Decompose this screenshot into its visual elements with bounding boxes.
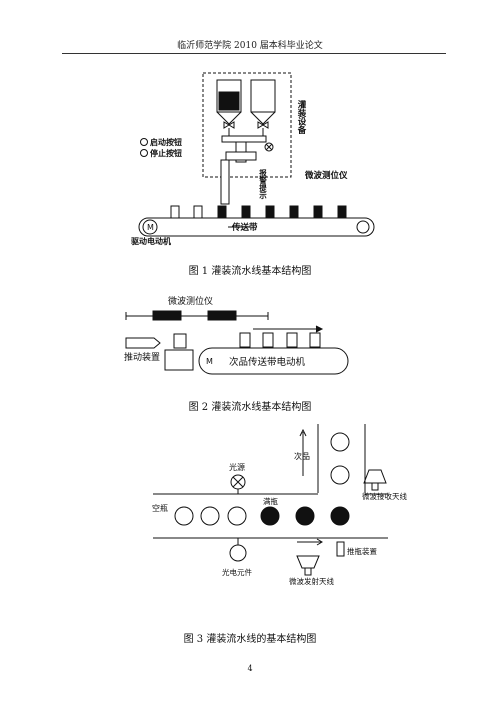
microwave-sensor-label: 微波测位仪 [304,170,348,181]
filling-device-frame [202,72,292,178]
stop-button-icon [140,149,148,157]
full-bottle [295,506,315,526]
microwave-transmitter-label: 微波发射天线 [289,576,334,586]
bottle-empty [170,205,180,219]
start-button-icon [140,138,148,146]
drive-motor-label: 驱动电动机 [131,236,171,246]
drive-motor-symbol [142,219,158,235]
full-bottle [330,506,350,526]
defect-belt-motor-label: 次品传送带电动机 [229,356,306,368]
alarm-label: 报警提示 [258,168,267,201]
motor-symbol: M [147,223,154,232]
bottle-full [289,205,299,219]
tank-1 [216,79,242,113]
bottle-full [313,205,323,219]
figure-2-caption: 图 2 灌装流水线基本结构图 [188,402,312,413]
bottle [309,332,321,348]
bottle-remover-label: 推瓶装置 [347,546,377,556]
sensor-left [152,310,182,321]
defect-conveyor-belt [198,347,349,375]
conveyor-belt [138,217,375,237]
defective-bottle [330,465,350,485]
nozzle-pipe [220,159,230,205]
conveyor-label: 传送带 [231,222,258,233]
empty-bottle [227,506,247,526]
page-number: 4 [247,664,253,673]
microwave-receiver-icon [363,469,387,484]
figure-2: 微波测位仪 推动装置 M 次品传送带电动机 [124,295,349,375]
empty-bottle [200,506,220,526]
bottle [262,332,274,348]
bottle [239,332,251,348]
alarm-lamp [264,142,274,152]
stop-button-label: 停止按钮 [150,148,182,158]
bottle-full [241,205,251,219]
pusher-base [164,349,194,371]
figure-1-caption: 图 1 灌装流水线基本结构图 [188,266,312,277]
cross-pipe [225,151,257,161]
pusher [125,337,161,349]
microwave-transmitter-icon [296,555,320,569]
light-source-label: 光源 [229,462,245,472]
tank-2 [250,79,276,113]
defective-bottle [330,432,350,452]
bottle [286,332,298,348]
sensor-right [207,310,237,321]
photo-element-icon [229,544,247,562]
bottle-full [217,205,227,219]
start-button-label: 启动按钮 [150,137,182,147]
header-rule [62,53,446,54]
filling-device-label: 灌装设备 [296,99,307,135]
figure-1: 灌装设备 启动按钮 停止按钮 报警提示 微波测位仪 M 传送带 驱动电动机 [131,72,375,246]
mixer-pipe [221,135,267,143]
page-header: 临沂师范学院 2010 届本科毕业论文 [177,41,323,51]
bottle-remover-icon [336,541,345,557]
microwave-sensor-label: 微波测位仪 [168,295,213,307]
motor-symbol: M [206,357,213,366]
empty-bottle-label: 空瓶 [152,503,168,513]
bottle-full [265,205,275,219]
figure-3: 次品 光源 满瓶 空瓶 微波接收天线 光电元件 推瓶装置 微波发射天线 [152,424,407,586]
photo-element-label: 光电元件 [222,567,252,577]
microwave-receiver-label: 微波接收天线 [362,491,407,501]
valve-2 [257,121,269,129]
bottle-empty [193,205,203,219]
figure-3-caption: 图 3 灌装流水线的基本结构图 [183,634,317,645]
tank-1-fill [218,91,240,111]
full-bottle-label: 满瓶 [263,496,278,506]
empty-bottle [174,506,194,526]
defective-label: 次品 [294,451,310,461]
full-bottle [260,506,280,526]
bottle-full [337,205,347,219]
pusher-label: 推动装置 [124,351,160,363]
valve-1 [223,121,235,129]
